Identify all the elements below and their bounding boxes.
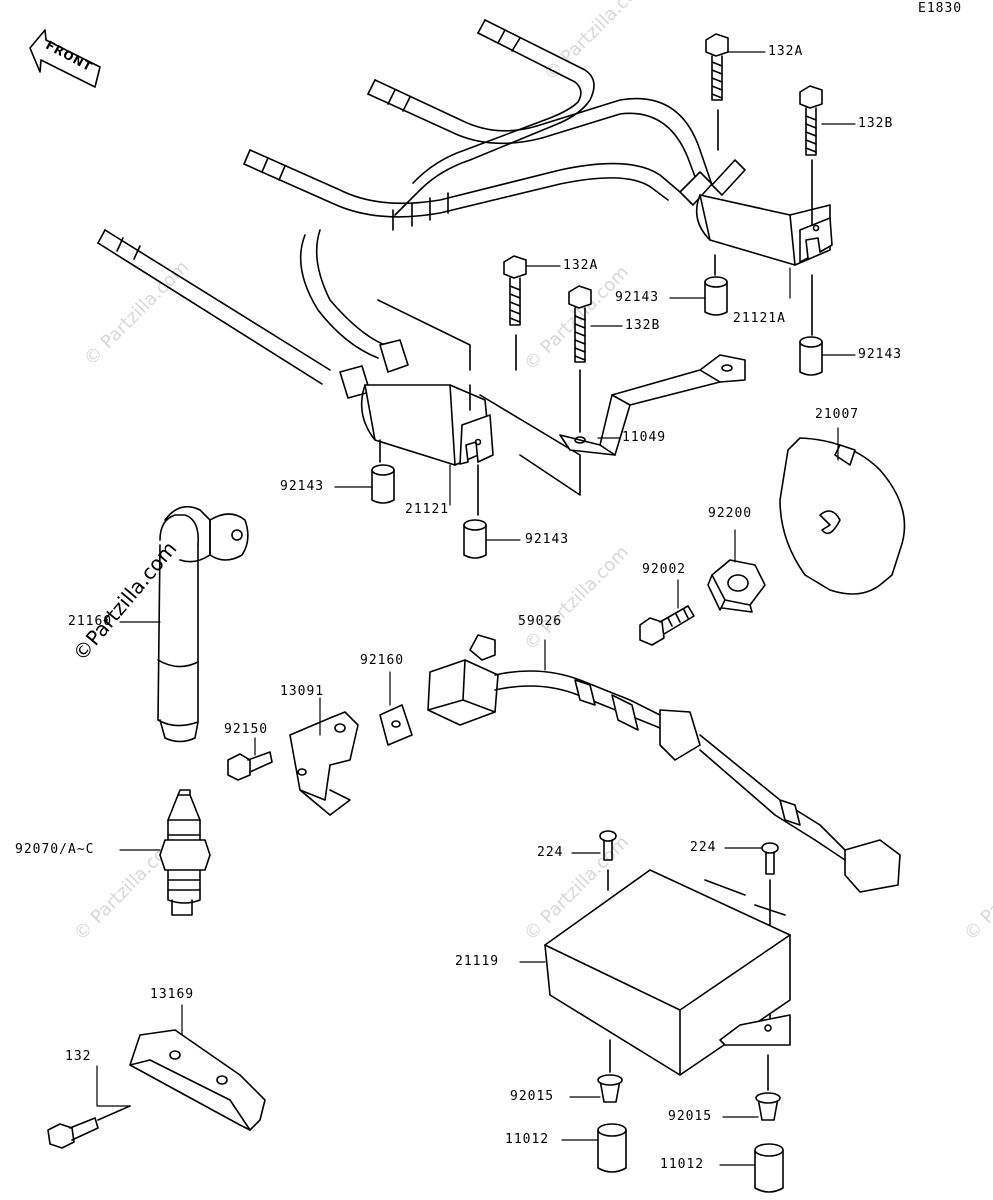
part-label-132a-top: 132A: [768, 44, 804, 59]
collar-92143: [371, 276, 823, 559]
collar-11012: [597, 1123, 784, 1193]
spark-plug-92070: [159, 789, 211, 916]
part-label-92015-b: 92015: [668, 1109, 713, 1124]
bolt-132a-mid: [503, 255, 527, 326]
nut-92200: [707, 559, 766, 613]
part-label-224-a: 224: [537, 845, 564, 860]
part-label-132b-mid: 132B: [625, 318, 661, 333]
ignition-cables: [97, 19, 713, 385]
screw-224-b: [761, 842, 779, 875]
bracket-13169: [129, 1029, 266, 1131]
part-label-13091: 13091: [280, 684, 325, 699]
bolt-132b-top: [799, 85, 823, 156]
part-label-13169: 13169: [150, 987, 195, 1002]
part-label-59026: 59026: [518, 614, 563, 629]
bolt-92002: [639, 605, 695, 646]
rotor-21007: [779, 437, 906, 595]
ecu-21119: [544, 869, 791, 1076]
plug-cap-21160: [157, 505, 249, 743]
part-label-92150: 92150: [224, 722, 269, 737]
part-label-224-b: 224: [690, 840, 717, 855]
part-label-92015-a: 92015: [510, 1089, 555, 1104]
bolt-132a-top: [705, 33, 729, 101]
part-label-92143-c: 92143: [280, 479, 325, 494]
part-label-11049: 11049: [622, 430, 667, 445]
part-label-21119: 21119: [455, 954, 500, 969]
ignition-coil-21121a: [679, 159, 833, 266]
part-label-21007: 21007: [815, 407, 860, 422]
collar-92015: [597, 1074, 781, 1121]
bolt-92150: [227, 751, 273, 781]
bolt-132b-mid: [568, 285, 592, 363]
bolt-132: [47, 1105, 131, 1149]
part-label-11012-a: 11012: [505, 1132, 550, 1147]
part-label-92200: 92200: [708, 506, 753, 521]
part-label-21121a: 21121A: [733, 311, 786, 326]
clamp-92160: [379, 704, 413, 746]
part-label-92002: 92002: [642, 562, 687, 577]
part-label-92143-d: 92143: [525, 532, 570, 547]
part-label-132: 132: [65, 1049, 92, 1064]
part-label-132a-mid: 132A: [563, 258, 599, 273]
part-label-132b-top: 132B: [858, 116, 894, 131]
part-label-92143-b: 92143: [858, 347, 903, 362]
part-label-92160: 92160: [360, 653, 405, 668]
part-label-21160: 21160: [68, 614, 113, 629]
diagram-code: E1830: [918, 1, 963, 16]
bracket-11049: [559, 354, 746, 456]
sensor-harness-59026: [427, 634, 901, 893]
part-label-92070: 92070/A~C: [15, 842, 95, 857]
screw-224-a: [599, 830, 617, 861]
part-label-21121: 21121: [405, 502, 450, 517]
ignition-coil-21121: [339, 339, 494, 466]
bracket-13091: [289, 711, 359, 816]
part-label-11012-b: 11012: [660, 1157, 705, 1172]
part-label-92143-a: 92143: [615, 290, 660, 305]
front-arrow-icon: [29, 29, 101, 88]
